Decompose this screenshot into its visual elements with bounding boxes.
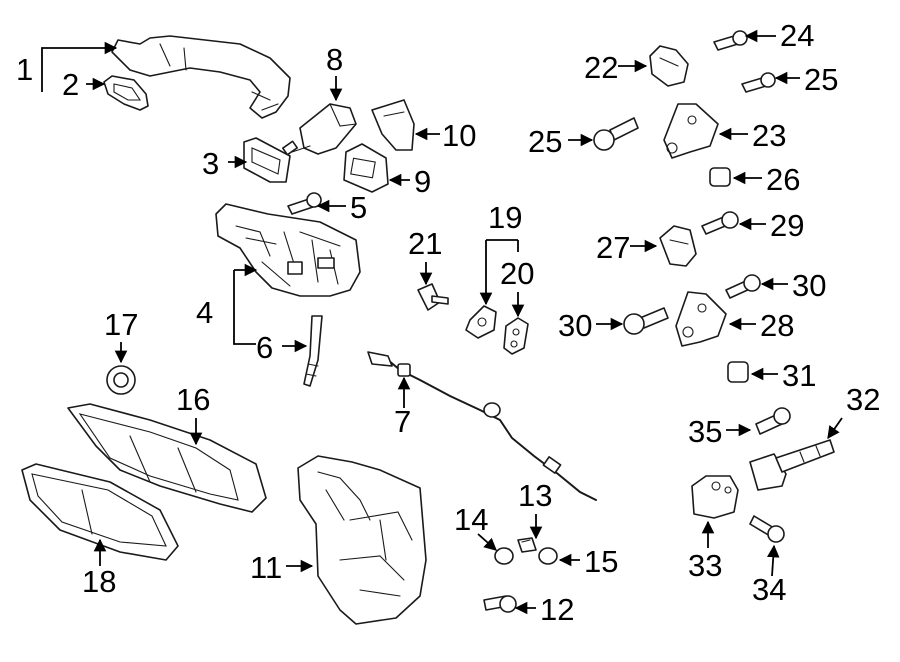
bolt-35 — [755, 407, 791, 435]
callout-12: 12 — [540, 592, 574, 627]
callout-9: 9 — [414, 164, 431, 199]
callout-11: 11 — [250, 550, 282, 585]
handle-bracket — [215, 203, 361, 297]
leader-lines — [41, 29, 843, 615]
bracket-27 — [659, 225, 697, 267]
callout-32: 32 — [846, 382, 880, 417]
callout-26: 26 — [766, 162, 800, 197]
clip-21 — [417, 283, 449, 311]
callout-15: 15 — [584, 544, 618, 579]
clip-19 — [465, 305, 497, 339]
callout-14: 14 — [454, 502, 488, 537]
callout-30-left: 30 — [558, 308, 592, 343]
callout-8: 8 — [326, 42, 343, 77]
callout-3: 3 — [202, 146, 219, 181]
exterior-handle — [111, 35, 291, 119]
callout-23: 23 — [752, 118, 786, 153]
bushing-26 — [709, 167, 731, 187]
bracket-33 — [691, 475, 739, 519]
bezel — [371, 99, 415, 151]
callout-35: 35 — [688, 414, 722, 449]
bolt-12 — [483, 595, 517, 613]
trim-bezel-18 — [21, 463, 179, 561]
bolt-25-left — [593, 117, 639, 151]
latch-assembly — [297, 455, 427, 625]
callout-16: 16 — [176, 382, 210, 417]
callout-18: 18 — [82, 564, 116, 599]
callout-28: 28 — [760, 308, 794, 343]
callout-29: 29 — [770, 208, 804, 243]
callout-25-left: 25 — [528, 124, 562, 159]
callout-7: 7 — [394, 404, 411, 439]
lock-cylinder — [281, 103, 357, 156]
hinge-23 — [663, 103, 719, 159]
gasket-plate — [243, 137, 291, 183]
callout-2: 2 — [62, 67, 79, 102]
callout-30-right: 30 — [792, 268, 826, 303]
seal-ring-17 — [106, 365, 136, 395]
callout-31: 31 — [782, 358, 816, 393]
bolt-29 — [701, 211, 739, 235]
callout-5: 5 — [350, 190, 367, 225]
clip-20 — [503, 317, 529, 355]
callout-25-right: 25 — [804, 62, 838, 97]
callout-10: 10 — [442, 118, 476, 153]
rod-6 — [303, 315, 323, 387]
screw-5 — [287, 192, 322, 215]
nut-15 — [538, 547, 558, 565]
callout-4: 4 — [196, 295, 213, 330]
bolt-30-left — [623, 307, 669, 335]
bushing-31 — [727, 361, 749, 383]
callout-13: 13 — [518, 478, 552, 513]
callout-21: 21 — [408, 226, 442, 261]
callout-27: 27 — [596, 230, 630, 265]
bolt-24 — [713, 30, 748, 51]
bolt-25-right — [741, 72, 776, 93]
hinge-28 — [675, 291, 727, 347]
callout-22: 22 — [584, 50, 618, 85]
callout-1: 1 — [16, 52, 33, 87]
handle-gasket — [103, 75, 149, 111]
callout-34: 34 — [752, 572, 786, 607]
callout-6: 6 — [256, 330, 273, 365]
cable-7 — [367, 351, 597, 501]
callout-19: 19 — [488, 200, 522, 235]
callout-17: 17 — [104, 307, 138, 342]
bracket-22 — [649, 45, 689, 87]
nut-14 — [494, 547, 514, 565]
bolt-34 — [749, 515, 785, 543]
callout-20: 20 — [500, 256, 534, 291]
callout-24: 24 — [780, 18, 814, 53]
cylinder-gasket — [343, 143, 389, 193]
interior-handle-housing — [67, 403, 267, 513]
bolt-13 — [517, 537, 537, 553]
callout-numbers: 1 2 3 4 5 6 7 8 9 10 11 12 13 14 15 16 1… — [16, 18, 880, 627]
bolt-30-right — [725, 274, 761, 299]
check-strap-32 — [749, 439, 835, 491]
callout-33: 33 — [688, 548, 722, 583]
